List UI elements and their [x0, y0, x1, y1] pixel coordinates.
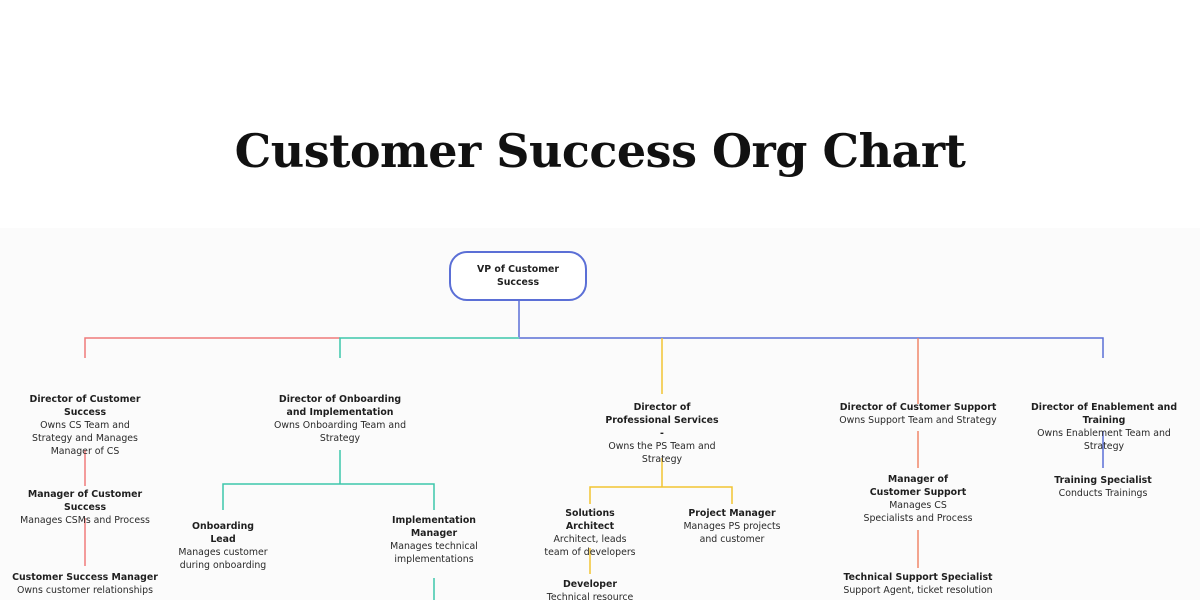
node-title: Developer	[563, 579, 617, 590]
node-title: Director of Customer Support	[839, 402, 997, 413]
node-implementation-manager: Implementation Manager Manages technical…	[389, 514, 479, 566]
node-developer: Developer Technical resource	[530, 578, 650, 600]
node-vp: VP of Customer Success	[449, 251, 587, 301]
connector-ps	[589, 458, 733, 504]
connector-bus-blue	[519, 337, 1104, 358]
node-description: Owns Enablement Team and Strategy	[1037, 428, 1171, 452]
node-description: Manages PS projects and customer	[683, 521, 781, 545]
node-director-enablement-training: Director of Enablement and Training Owns…	[1016, 401, 1192, 453]
node-title: Technical Support Specialist	[843, 572, 993, 583]
node-description: Manages CS Specialists and Process	[863, 500, 973, 524]
node-description: Owns customer relationships	[17, 585, 153, 596]
node-director-customer-success: Director of Customer Success Owns CS Tea…	[20, 393, 150, 458]
node-title: Project Manager	[688, 508, 776, 519]
node-solutions-architect: Solutions Architect Architect, leads tea…	[540, 507, 640, 559]
node-description: Support Agent, ticket resolution	[843, 585, 993, 596]
node-description: Manages technical implementations	[390, 541, 478, 565]
node-description: Conducts Trainings	[1058, 488, 1148, 499]
node-title: Training Specialist	[1054, 475, 1152, 486]
node-description: Manages CSMs and Process	[20, 515, 150, 526]
node-title: Manager of Customer Success	[27, 489, 143, 513]
node-title: Customer Success Manager	[12, 572, 158, 583]
connector-bus-teal	[339, 337, 519, 358]
node-manager-customer-success: Manager of Customer Success Manages CSMs…	[10, 488, 160, 527]
node-title: Director of Professional Services -	[605, 402, 719, 439]
node-description: Owns CS Team and Strategy and Manages Ma…	[32, 420, 138, 457]
node-technical-support-specialist: Technical Support Specialist Support Age…	[838, 571, 998, 597]
connector-onb	[222, 450, 435, 510]
connector-lines	[84, 301, 1104, 600]
node-title: Director of Customer Success	[29, 394, 141, 418]
node-title: Manager of Customer Support	[869, 474, 967, 498]
org-chart: VP of Customer Success Director of Custo…	[0, 228, 1200, 600]
node-title: Onboarding Lead	[191, 521, 255, 545]
node-description: Architect, leads team of developers	[544, 534, 636, 558]
node-onboarding-lead: Onboarding Lead Manages customer during …	[178, 520, 268, 572]
node-title: Director of Enablement and Training	[1030, 402, 1178, 426]
node-director-customer-support: Director of Customer Support Owns Suppor…	[838, 401, 998, 427]
node-title: Implementation Manager	[392, 515, 476, 539]
node-training-specialist: Training Specialist Conducts Trainings	[1043, 474, 1163, 500]
node-director-onboarding: Director of Onboarding and Implementatio…	[270, 393, 410, 445]
node-project-manager: Project Manager Manages PS projects and …	[682, 507, 782, 546]
node-description: Owns the PS Team and Strategy	[608, 441, 716, 465]
node-director-professional-services: Director of Professional Services - Owns…	[602, 401, 722, 466]
connector-bus-red	[84, 337, 340, 358]
node-description: Owns Onboarding Team and Strategy	[273, 420, 407, 444]
node-manager-customer-support: Manager of Customer Support Manages CS S…	[863, 473, 973, 525]
node-title: Solutions Architect	[565, 508, 615, 532]
node-description: Manages customer during onboarding	[178, 547, 268, 571]
node-title: Director of Onboarding and Implementatio…	[278, 394, 402, 418]
node-description: Owns Support Team and Strategy	[839, 415, 997, 426]
page-title: Customer Success Org Chart	[234, 124, 966, 178]
node-vp-title: VP of Customer Success	[477, 264, 559, 288]
node-customer-success-manager: Customer Success Manager Owns customer r…	[10, 571, 160, 597]
node-description: Technical resource	[546, 592, 634, 600]
